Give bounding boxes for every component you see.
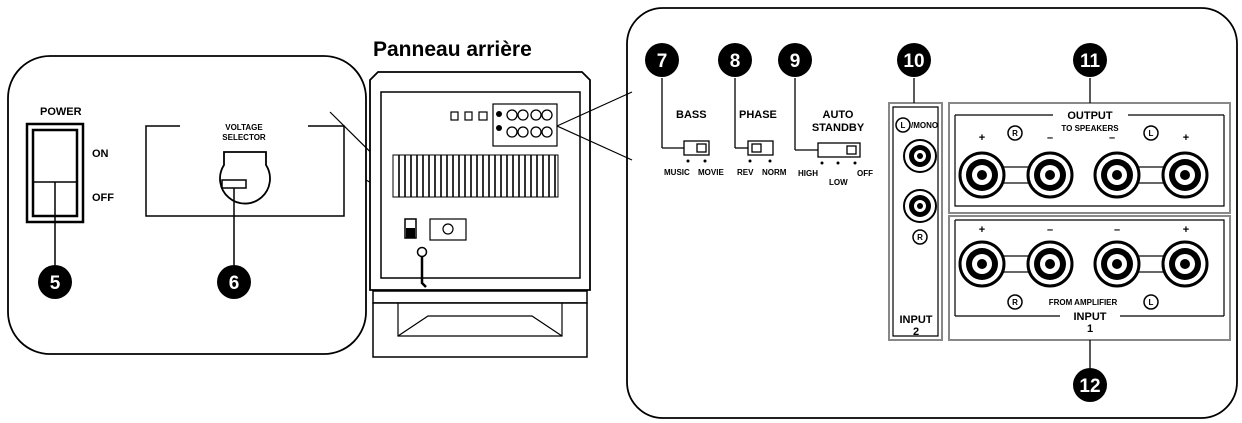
svg-text:7: 7: [657, 51, 668, 72]
input-1-l-minus: –: [1114, 224, 1120, 236]
phase-label: PHASE: [739, 109, 777, 121]
auto-standby-label-line1: AUTO: [823, 109, 854, 121]
svg-text:11: 11: [1080, 51, 1101, 72]
bass-option-music: MUSIC: [664, 168, 690, 177]
output-r-plus-terminal[interactable]: [958, 151, 1006, 199]
input-2-left-mark: L: [901, 121, 906, 130]
input-2-lmono-label: /MONO: [911, 121, 938, 130]
input-1-r-plus-terminal[interactable]: [958, 240, 1006, 288]
input-1-label: INPUT: [1074, 311, 1107, 323]
auto-standby-option-off: OFF: [857, 169, 873, 178]
output-group: OUTPUT TO SPEAKERS + – – + R L: [948, 78, 1231, 214]
input-1-number: 1: [1087, 323, 1093, 335]
heatsink-fins: [392, 154, 559, 198]
input-1-l-mark: L: [1149, 298, 1154, 307]
power-off-label: OFF: [92, 192, 114, 204]
input-2-lmono-jack[interactable]: [903, 139, 937, 173]
auto-standby-switch-group: AUTO STANDBY HIGH LOW OFF: [794, 78, 873, 187]
callout-11: 11: [1073, 43, 1107, 77]
voltage-selector[interactable]: VOLTAGE SELECTOR: [145, 118, 345, 217]
callout-12: 12: [1073, 368, 1107, 402]
bass-option-movie: MOVIE: [698, 168, 724, 177]
output-r-mark: R: [1012, 129, 1018, 138]
input-2-number: 2: [913, 326, 919, 338]
page-title: Panneau arrière: [373, 38, 532, 61]
input-1-l-plus: +: [1183, 224, 1189, 236]
output-r-minus: –: [1047, 132, 1053, 144]
input-2-group: L /MONO R INPUT 2: [888, 78, 943, 341]
power-on-label: ON: [92, 148, 109, 160]
rear-controls-detail-panel: [626, 7, 1238, 419]
input-2-right-jack[interactable]: [903, 189, 937, 223]
output-l-mark: L: [1149, 129, 1154, 138]
auto-standby-label-line2: STANDBY: [812, 122, 865, 134]
input-1-r-mark: R: [1012, 298, 1018, 307]
callout-9: 9: [778, 43, 812, 77]
svg-text:8: 8: [730, 51, 741, 72]
output-l-plus-terminal[interactable]: [1161, 151, 1209, 199]
svg-text:10: 10: [903, 51, 924, 72]
bass-switch-group: BASS MUSIC MOVIE: [661, 78, 724, 177]
output-label: OUTPUT: [1067, 110, 1113, 122]
input-1-l-plus-terminal[interactable]: [1161, 240, 1209, 288]
output-r-minus-terminal[interactable]: [1026, 151, 1074, 199]
bass-label: BASS: [676, 109, 707, 121]
rear-unit-overview: [369, 71, 591, 358]
callout-6: 6: [217, 265, 251, 299]
callout-5: 5: [38, 265, 72, 299]
output-l-plus: +: [1183, 132, 1189, 144]
power-voltage-detail-panel: POWER ON OFF VOLTAGE SELECTOR: [7, 55, 442, 355]
svg-text:12: 12: [1079, 376, 1100, 397]
output-l-minus-terminal[interactable]: [1093, 151, 1141, 199]
output-l-minus: –: [1109, 132, 1115, 144]
callout-7: 7: [645, 43, 679, 77]
bass-switch[interactable]: [683, 140, 710, 156]
input-1-r-minus-terminal[interactable]: [1026, 240, 1074, 288]
input-1-group: + – – + R L FROM AMPLIFIER INPUT 1: [948, 215, 1231, 368]
input-2-right-mark: R: [917, 233, 923, 242]
input-1-r-plus: +: [979, 224, 985, 236]
input-1-l-minus-terminal[interactable]: [1093, 240, 1141, 288]
callout-8: 8: [718, 43, 752, 77]
phase-option-rev: REV: [737, 168, 754, 177]
phase-option-norm: NORM: [762, 168, 787, 177]
phase-switch[interactable]: [747, 140, 774, 156]
phase-switch-group: PHASE REV NORM: [734, 78, 787, 177]
output-r-plus: +: [979, 132, 985, 144]
auto-standby-switch[interactable]: [817, 142, 861, 158]
auto-standby-option-high: HIGH: [798, 169, 818, 178]
svg-text:9: 9: [790, 51, 801, 72]
power-label: POWER: [40, 106, 82, 118]
output-sublabel: TO SPEAKERS: [1061, 124, 1119, 133]
input-2-label: INPUT: [900, 314, 933, 326]
svg-text:5: 5: [50, 273, 61, 294]
input-1-r-minus: –: [1047, 224, 1053, 236]
voltage-label-line2: SELECTOR: [222, 133, 266, 142]
input-1-from-amplifier-label: FROM AMPLIFIER: [1049, 298, 1118, 307]
voltage-label-line1: VOLTAGE: [225, 123, 263, 132]
callout-10: 10: [897, 43, 931, 77]
svg-text:6: 6: [229, 273, 240, 294]
auto-standby-option-low: LOW: [829, 178, 848, 187]
